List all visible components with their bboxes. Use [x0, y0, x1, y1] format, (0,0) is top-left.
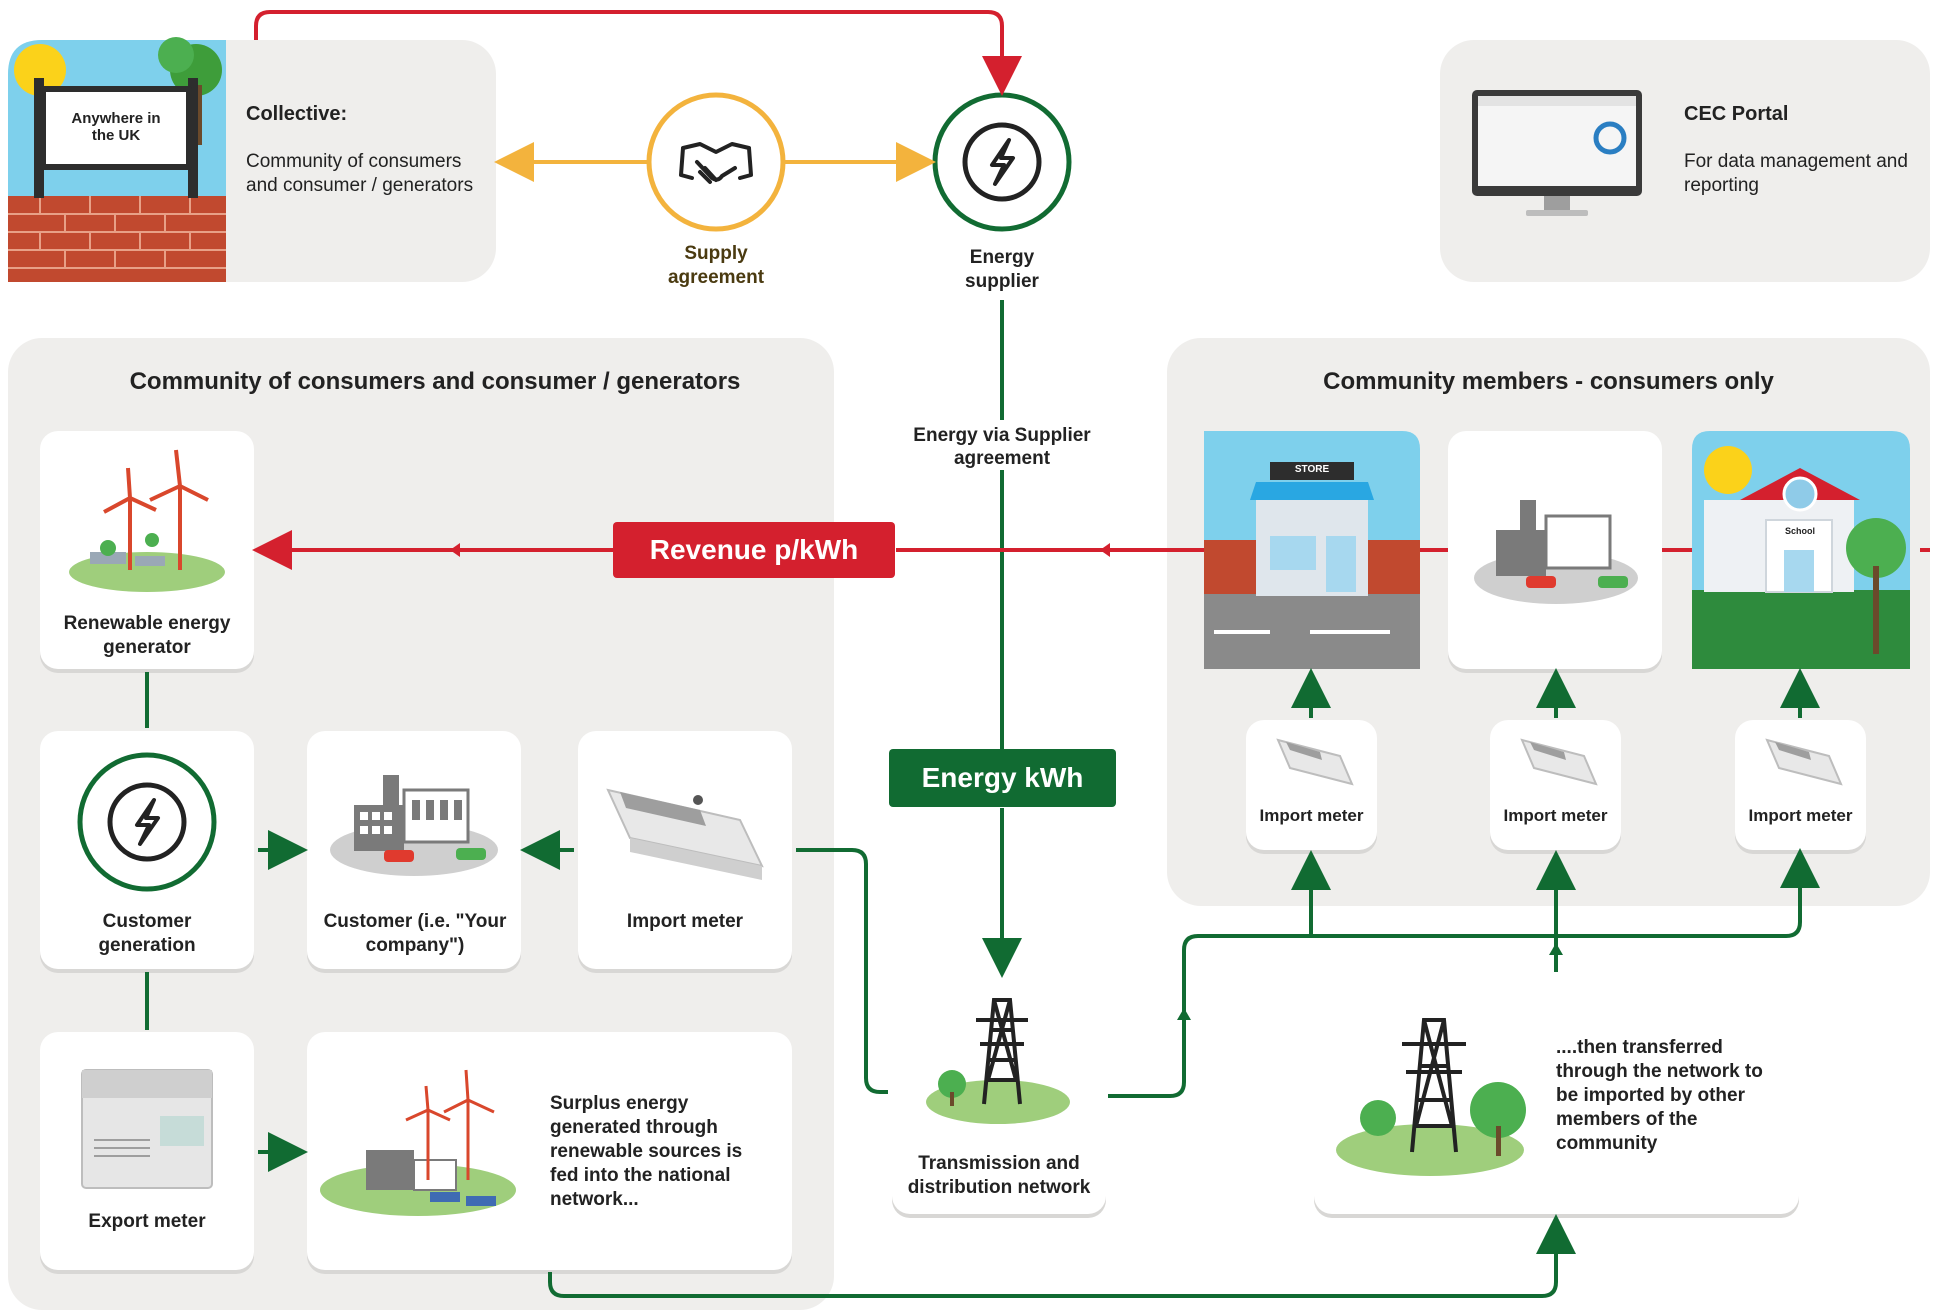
school-illustration: [1692, 431, 1910, 669]
transmission-tower-icon: [1336, 1018, 1526, 1176]
factory-icon: [1474, 500, 1638, 604]
import-meter-label-3: Import meter: [1748, 806, 1853, 825]
school-sign: School: [1784, 526, 1815, 536]
energy-kwh-banner: Energy kWh: [889, 749, 1116, 807]
lightning-bolt-icon: [77, 752, 217, 892]
energy-via-supplier-label: Energy via Supplier agreement: [900, 424, 1104, 470]
monitor-icon: [1472, 90, 1642, 216]
import-meter-label-1: Import meter: [1259, 806, 1364, 825]
lightning-bolt-icon: [932, 92, 1072, 232]
export-meter-label: Export meter: [88, 1211, 206, 1232]
left-panel-title: Community of consumers and consumer / ge…: [129, 368, 741, 395]
sign-text: Anywhere in the UK: [71, 110, 161, 144]
store-sign: STORE: [1294, 464, 1330, 475]
wind-turbine-icon: [69, 449, 225, 592]
energy-supplier-label: Energy supplier: [965, 247, 1039, 292]
cec-portal-description: For data management and reporting: [1684, 151, 1908, 196]
network-transfer-text: ....then transferred through the network…: [1556, 1037, 1763, 1154]
cec-portal-title: CEC Portal: [1684, 103, 1789, 125]
renewable-generator-card: [40, 431, 254, 669]
handshake-icon: [646, 92, 786, 232]
import-meter-label-2: Import meter: [1503, 806, 1608, 825]
smart-meter-icon: [1520, 738, 1598, 786]
store-illustration: [1204, 431, 1420, 669]
collective-description: Community of consumers and consumer / ge…: [246, 151, 474, 196]
right-panel-title: Community members - consumers only: [1323, 368, 1774, 395]
import-meter-card-1: [1246, 720, 1377, 850]
surplus-energy-text: Surplus energy generated through renewab…: [550, 1093, 743, 1210]
collective-illustration: [8, 37, 226, 282]
transmission-tower-icon: [926, 998, 1070, 1124]
revenue-banner: Revenue p/kWh: [613, 522, 895, 578]
customer-generation-label: Customer generation: [98, 911, 196, 956]
customer-company-label: Customer (i.e. "Your company"): [323, 911, 507, 956]
import-meter-card-2: [1490, 720, 1621, 850]
export-meter-icon: [81, 1069, 213, 1189]
network-transfer-card: [1314, 976, 1799, 1214]
smart-meter-icon: [606, 788, 764, 880]
smart-meter-icon: [1276, 738, 1354, 786]
transmission-network-label: Transmission and distribution network: [907, 1153, 1091, 1198]
collective-title: Collective:: [246, 103, 348, 125]
smart-meter-icon: [1765, 738, 1843, 786]
import-meter-label: Import meter: [626, 911, 744, 932]
supply-agreement-label: Supply agreement: [667, 243, 765, 288]
renewable-site-icon: [320, 1069, 516, 1216]
renewable-generator-label: Renewable energy generator: [63, 613, 231, 658]
import-meter-card-3: [1735, 720, 1866, 850]
factory-icon: [330, 775, 498, 876]
